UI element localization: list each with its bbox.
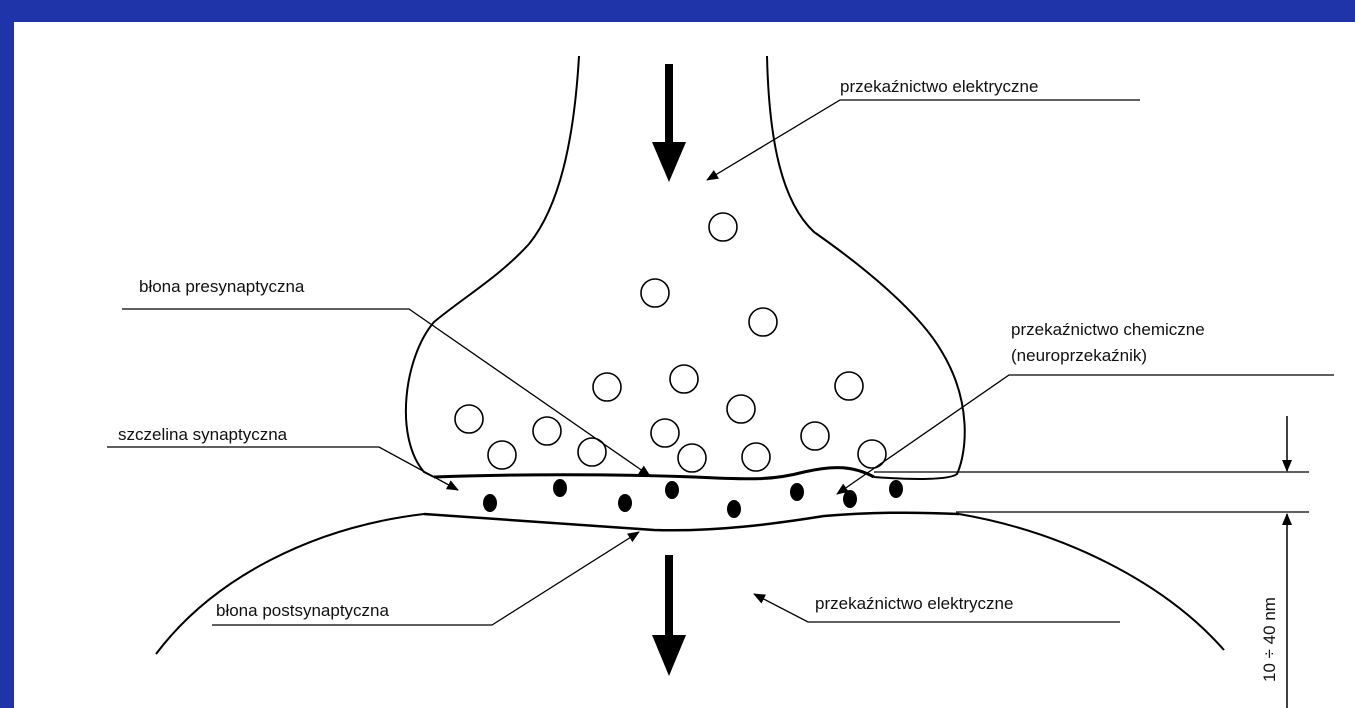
vesicle xyxy=(455,405,483,433)
neurotransmitter-dot xyxy=(483,494,497,512)
vesicle xyxy=(533,417,561,445)
neurotransmitter-dot xyxy=(790,483,804,501)
neurotransmitter-dot xyxy=(889,480,903,498)
presynaptic-terminal-outline-right xyxy=(767,56,965,479)
label-cleft-width: 10 ÷ 40 nm xyxy=(1260,597,1279,682)
vesicle xyxy=(488,441,516,469)
presynaptic-terminal-outline xyxy=(406,56,579,477)
label-electrical-top: przekaźnictwo elektryczne xyxy=(840,77,1038,96)
neurotransmitter-dot xyxy=(618,494,632,512)
label-presynaptic-membrane: błona presynaptyczna xyxy=(139,277,305,296)
neurotransmitter-dot xyxy=(727,500,741,518)
postsynaptic-cell-outline-right xyxy=(959,514,1224,650)
vesicle xyxy=(670,365,698,393)
vesicle xyxy=(593,373,621,401)
signal-arrow-out xyxy=(652,555,686,676)
neurotransmitter-dot xyxy=(665,481,679,499)
postsynaptic-membrane xyxy=(424,513,959,531)
vesicle xyxy=(678,444,706,472)
synapse-diagram: przekaźnictwo elektryczne błona presynap… xyxy=(14,22,1355,708)
label-synaptic-cleft: szczelina synaptyczna xyxy=(118,425,288,444)
vesicle xyxy=(742,443,770,471)
vesicle xyxy=(835,372,863,400)
leader-synaptic-cleft xyxy=(107,447,458,490)
signal-arrow-in xyxy=(652,64,686,182)
label-postsynaptic-membrane: błona postsynaptyczna xyxy=(216,601,389,620)
postsynaptic-cell-outline-left xyxy=(156,514,424,654)
neurotransmitter-dot xyxy=(553,479,567,497)
vesicle xyxy=(749,308,777,336)
neurotransmitter-molecules xyxy=(483,479,903,518)
vesicle xyxy=(727,395,755,423)
vesicle xyxy=(641,279,669,307)
label-electrical-bottom: przekaźnictwo elektryczne xyxy=(815,594,1013,613)
leader-chemical xyxy=(837,375,1334,494)
label-neurotransmitter: (neuroprzekaźnik) xyxy=(1011,346,1147,365)
vesicle xyxy=(801,422,829,450)
vesicle xyxy=(709,213,737,241)
leader-electrical-top xyxy=(707,100,1140,180)
label-chemical-transmission: przekaźnictwo chemiczne xyxy=(1011,320,1205,339)
vesicle xyxy=(651,419,679,447)
slide-canvas: przekaźnictwo elektryczne błona presynap… xyxy=(14,22,1355,708)
neurotransmitter-dot xyxy=(843,490,857,508)
synaptic-vesicles xyxy=(455,213,886,472)
vesicle xyxy=(858,440,886,468)
